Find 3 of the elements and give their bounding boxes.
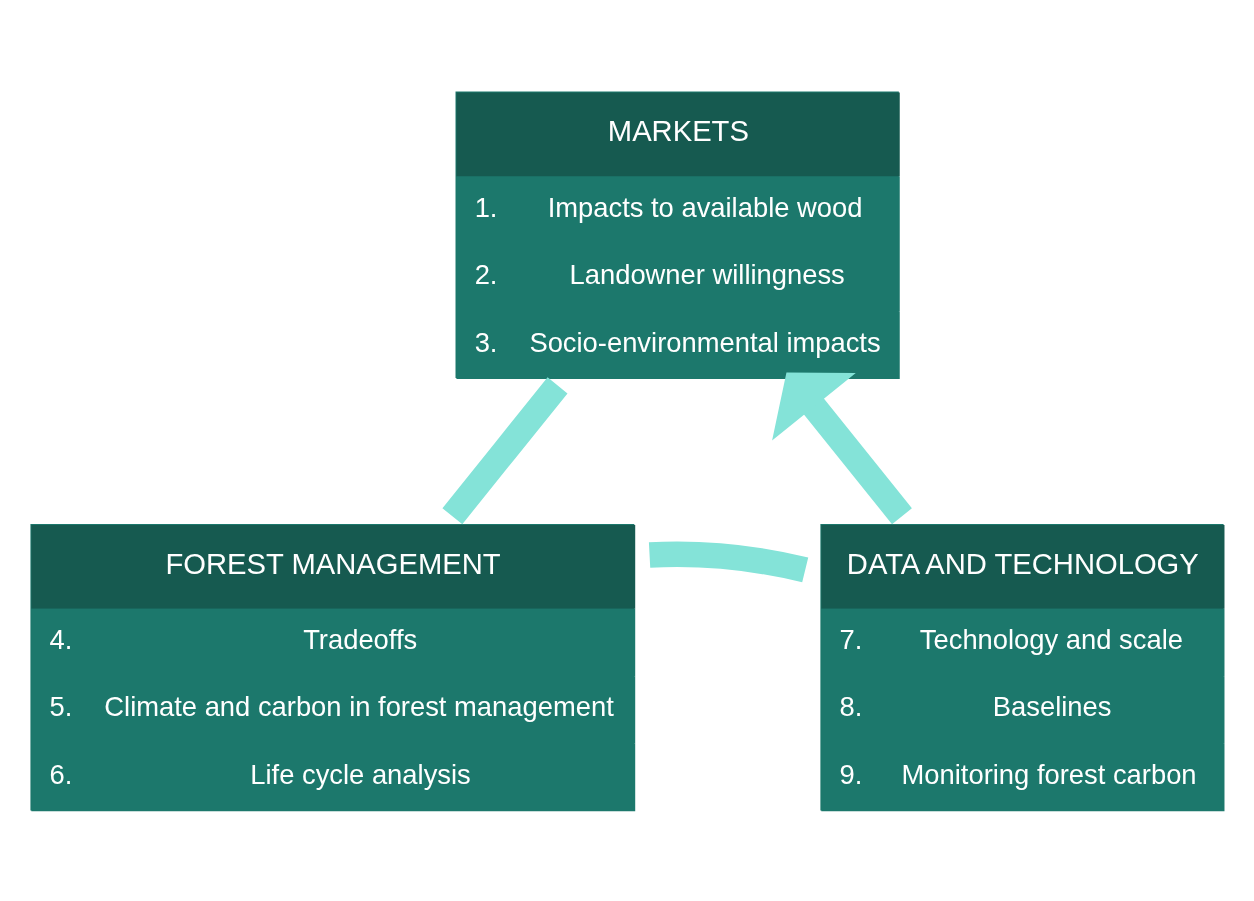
- connector: [442, 376, 568, 524]
- arrow: [772, 372, 912, 524]
- connector: [649, 541, 809, 582]
